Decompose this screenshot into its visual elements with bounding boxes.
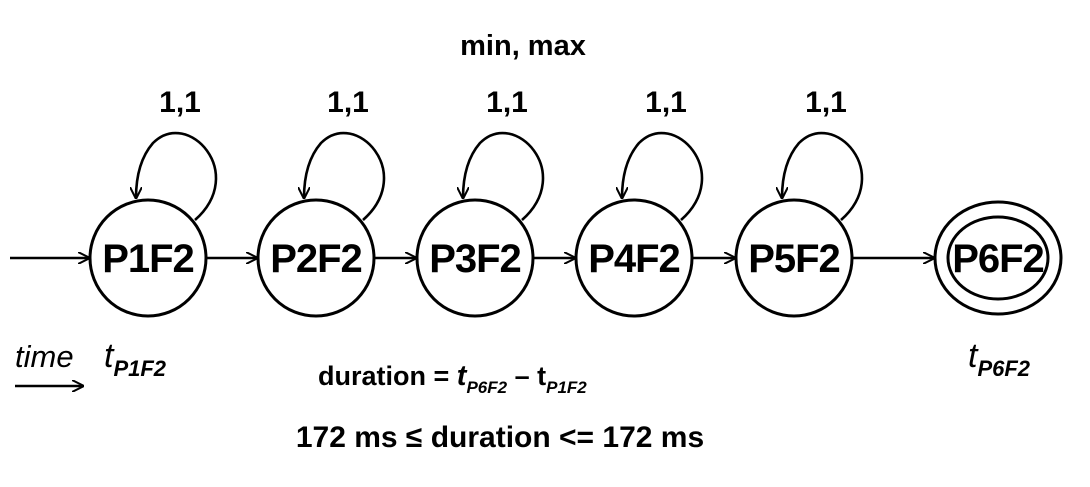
duration-equation: duration = tP6F2 – tP1F2 [318,360,587,397]
state-p1f2: P1F2 [88,198,208,318]
state-circle [574,198,694,318]
state-circle [256,198,376,318]
self-loop-arrow [463,131,545,221]
self-loop-arrow [136,131,218,221]
state-label: P2F2 [270,237,362,281]
state-circle [88,198,208,318]
state-inner-ring [946,215,1050,301]
time-axis-label: time [15,339,74,374]
header-label: min, max [460,30,586,62]
state-label: P6F2 [952,237,1044,281]
state-p3f2: P3F2 [415,198,535,318]
state-circle [734,198,854,318]
self-loop-label: 1,1 [645,86,687,119]
self-loop-label: 1,1 [805,86,847,119]
self-loops: 1,1 1,1 1,1 1,1 1,1 [136,86,864,221]
state-p4f2: P4F2 [574,198,694,318]
state-label: P5F2 [748,237,840,281]
start-time-label: tP1F2 [104,337,167,381]
states: P1F2 P2F2 P3F2 P4F2 P5F2 P6F2 [88,198,1063,318]
state-label: P3F2 [429,237,521,281]
duration-constraint: 172 ms ≤ duration <= 172 ms [296,421,704,454]
state-label: P4F2 [588,237,680,281]
self-loop-label: 1,1 [327,86,369,119]
self-loop-label: 1,1 [159,86,201,119]
self-loop-arrow [622,131,704,221]
state-p5f2: P5F2 [734,198,854,318]
state-circle [415,198,535,318]
self-loop-arrow [782,131,864,221]
state-p6f2: P6F2 [933,200,1063,316]
state-label: P1F2 [102,237,194,281]
self-loop-arrow [304,131,386,221]
end-time-label: tP6F2 [968,337,1031,381]
self-loop-label: 1,1 [486,86,528,119]
state-p2f2: P2F2 [256,198,376,318]
